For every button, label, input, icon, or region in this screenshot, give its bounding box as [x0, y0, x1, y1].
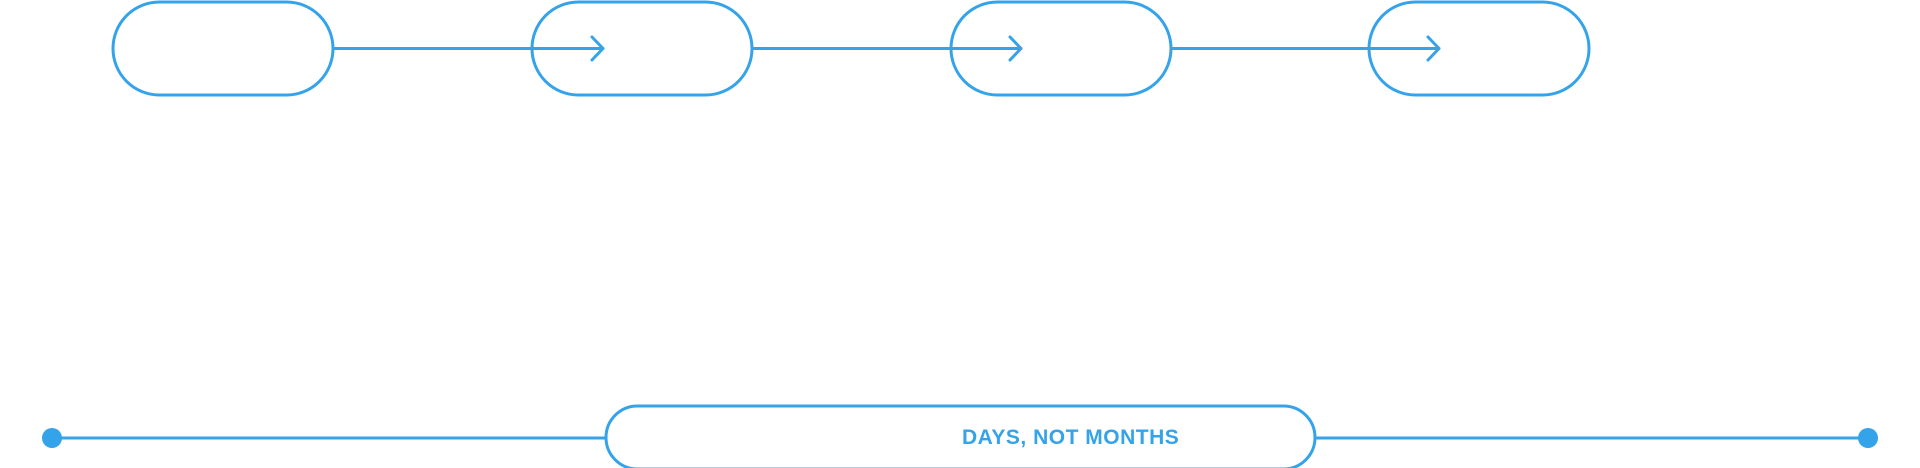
timeline-highlight-text: DAYS, NOT MONTHS [962, 426, 1180, 449]
arrow-3 [1169, 35, 1441, 62]
step-1-pill [111, 0, 335, 97]
arrow-1 [331, 35, 605, 62]
timeline-end-dot [1858, 428, 1878, 448]
timeline-pill [604, 404, 1317, 468]
arrow-2 [750, 35, 1023, 62]
timeline-start-dot [42, 428, 62, 448]
